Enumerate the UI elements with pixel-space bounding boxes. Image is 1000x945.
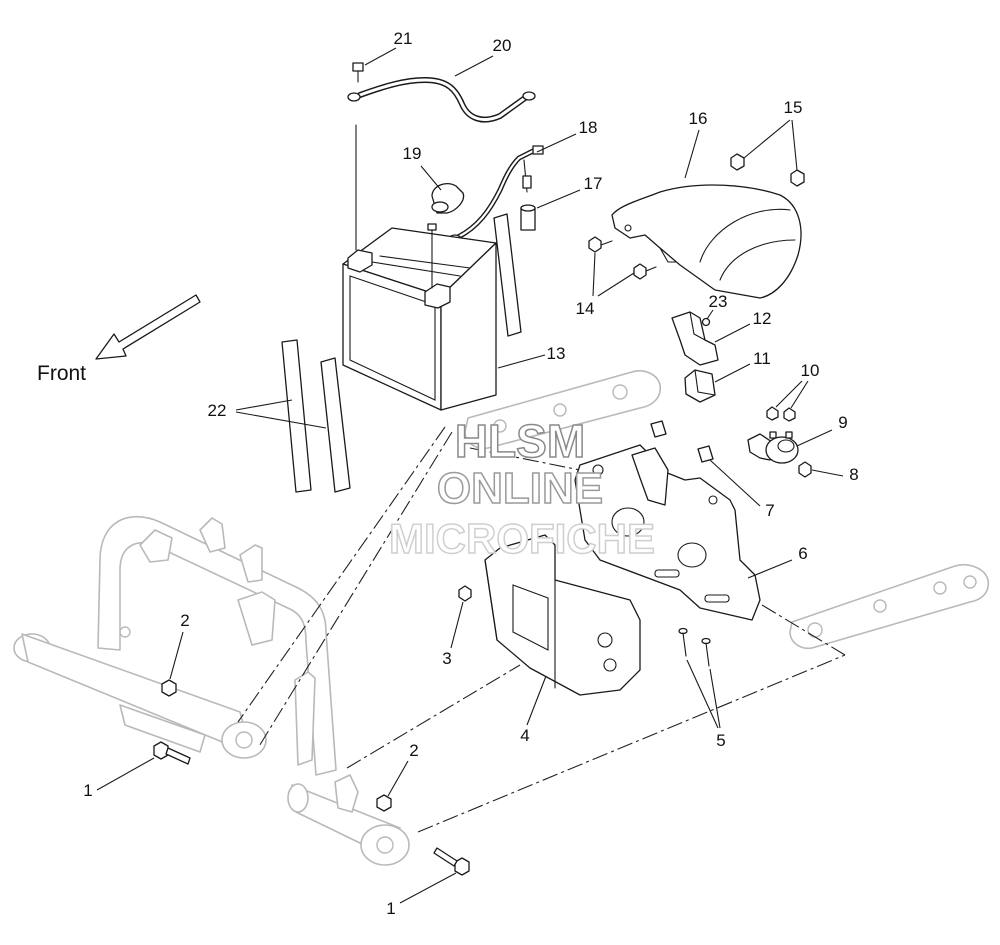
cover-nuts: [730, 153, 805, 187]
front-arrow: Front: [37, 294, 201, 385]
solenoid: [747, 431, 799, 464]
callout-15: 15: [784, 98, 803, 117]
callout-21: 21: [394, 29, 413, 48]
watermark: HLSM ONLINE MICROFICHE: [388, 414, 656, 563]
callout-1-rear: 1: [386, 899, 395, 918]
watermark-line-1: HLSM: [455, 415, 585, 467]
battery-strap-rear: [493, 213, 522, 337]
bolt-1-front: [153, 741, 191, 765]
callouts: 21 20 19 18 17 16 15 14 23 12 11 10 9 8 …: [83, 29, 858, 918]
callout-13: 13: [547, 344, 566, 363]
callout-6: 6: [798, 544, 807, 563]
callout-7: 7: [765, 501, 774, 520]
callout-19: 19: [403, 144, 422, 163]
battery-bolt: [352, 62, 364, 83]
mounting-plate: [574, 444, 761, 621]
callout-20: 20: [493, 36, 512, 55]
leader-lines: [96, 47, 844, 904]
callout-1-front: 1: [83, 781, 92, 800]
nut-3: [458, 585, 472, 602]
fuse-cap: [520, 204, 536, 231]
callout-9: 9: [838, 413, 847, 432]
watermark-line-2: ONLINE: [437, 464, 603, 513]
battery-terminal-boot: [431, 182, 465, 214]
nut-2-front: [161, 679, 177, 697]
callout-11: 11: [753, 349, 771, 368]
front-label: Front: [37, 362, 86, 385]
battery-tray: [484, 534, 641, 696]
watermark-line-3: MICROFICHE: [389, 515, 655, 562]
alignment-lines: [237, 426, 846, 833]
frame: [13, 370, 990, 866]
callout-2-front: 2: [180, 611, 189, 630]
nut-2-rear: [376, 794, 392, 812]
cover: [611, 184, 802, 299]
callout-5: 5: [716, 731, 725, 750]
callout-18: 18: [579, 118, 598, 137]
clips-7: [650, 420, 714, 463]
bracket-12: [671, 311, 719, 366]
callout-14: 14: [576, 299, 595, 318]
bolt-1-rear: [433, 847, 470, 876]
rivets-5: [678, 627, 711, 667]
callout-22: 22: [208, 401, 227, 420]
nut-23: [701, 317, 711, 327]
battery-cable: [347, 76, 536, 123]
callout-8: 8: [849, 465, 858, 484]
nuts-10: [766, 406, 796, 422]
callout-17: 17: [584, 174, 603, 193]
callout-10: 10: [801, 361, 820, 380]
callout-2-rear: 2: [409, 741, 418, 760]
battery-straps: [281, 339, 351, 493]
battery: [342, 124, 497, 411]
bracket-11: [684, 369, 716, 403]
callout-3: 3: [442, 649, 451, 668]
callout-23: 23: [709, 292, 728, 311]
callout-12: 12: [753, 309, 772, 328]
callout-4: 4: [520, 726, 529, 745]
cover-screws: [588, 236, 657, 280]
callout-16: 16: [689, 109, 708, 128]
nut-8: [798, 461, 812, 478]
